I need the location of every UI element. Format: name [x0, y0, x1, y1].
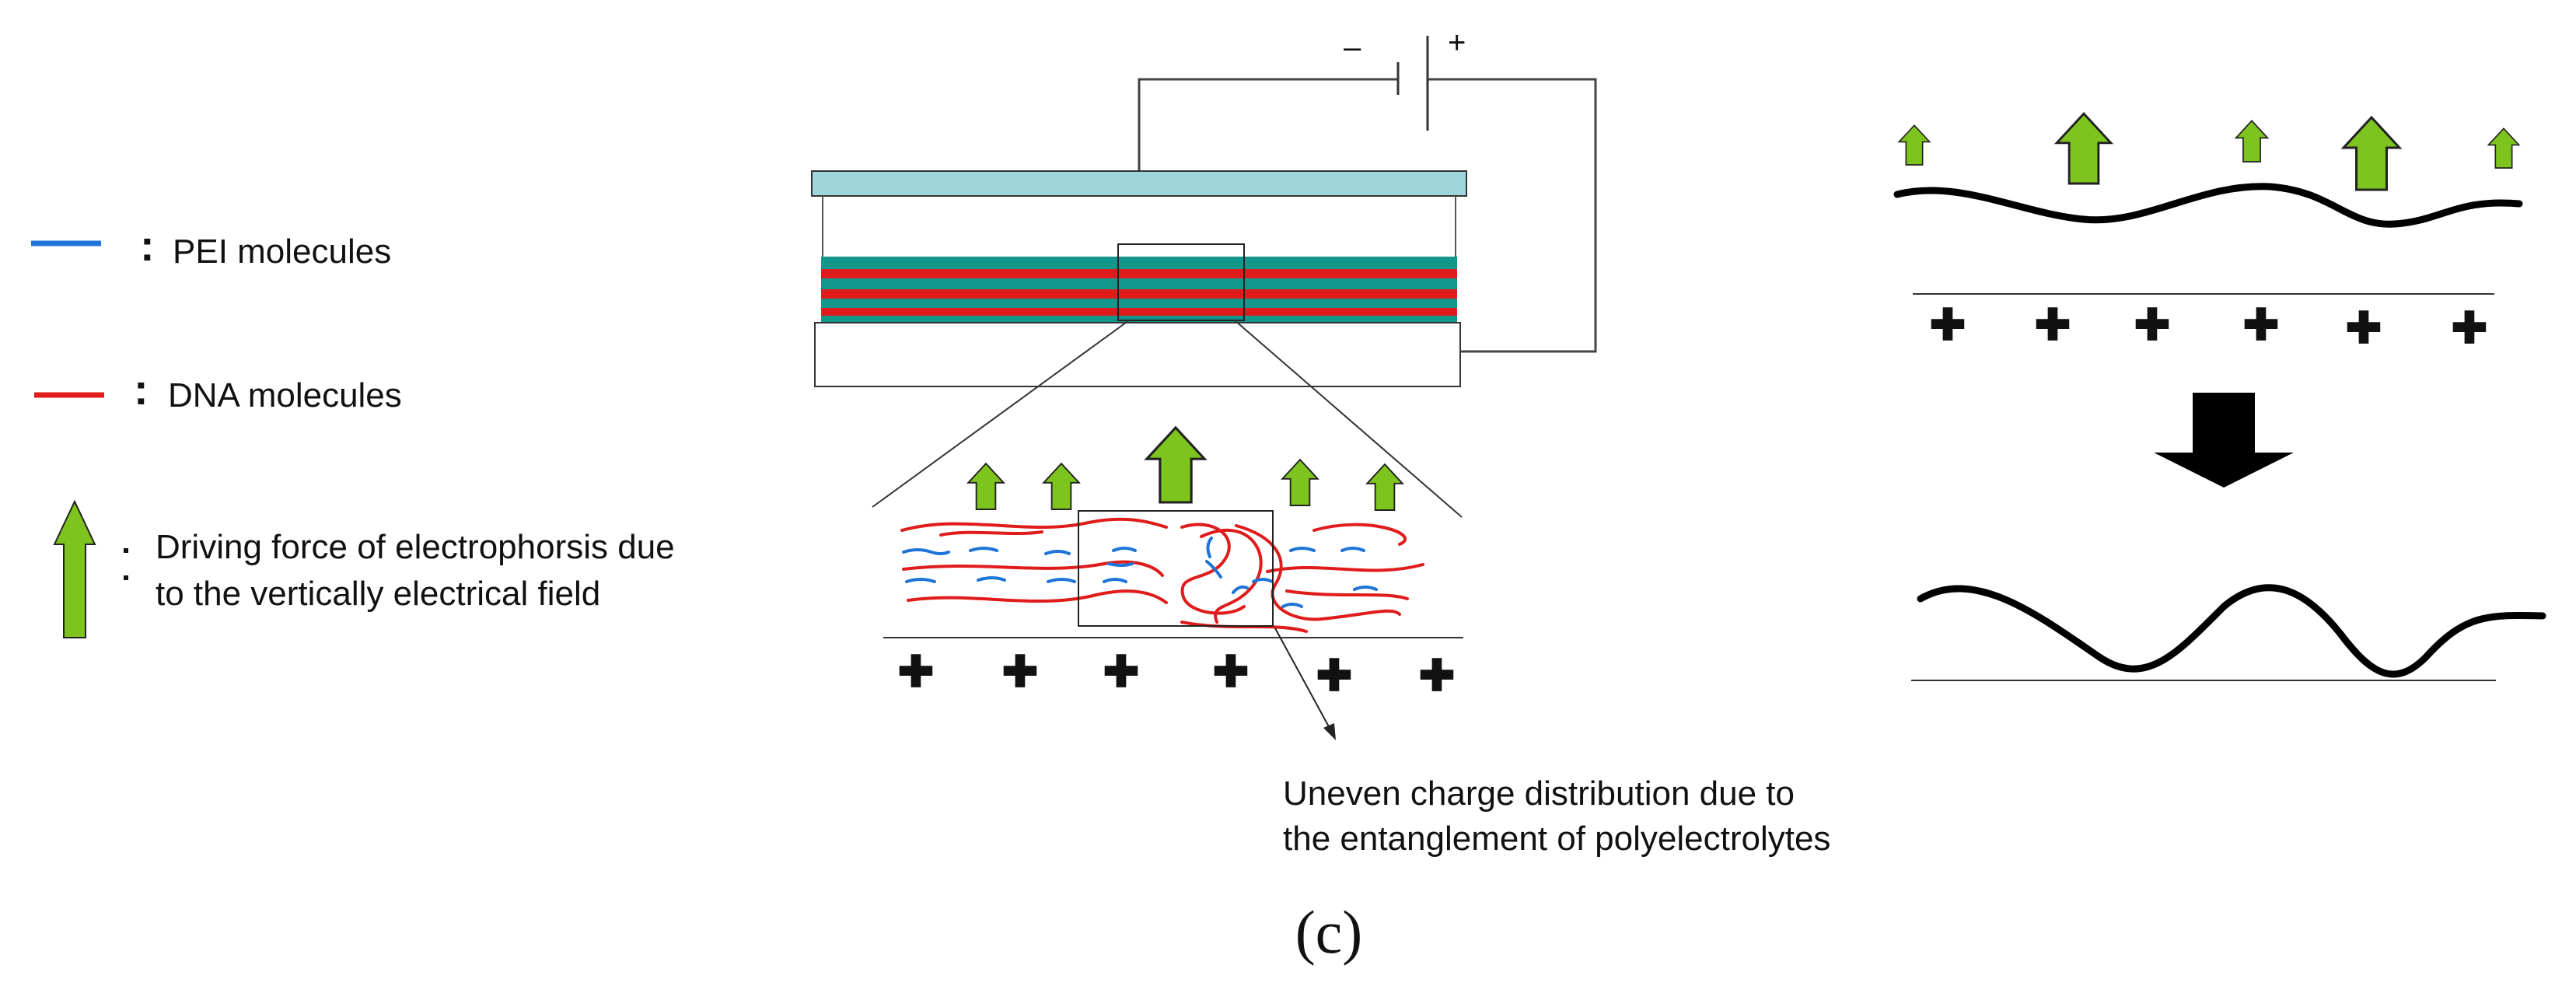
- zoom-line-left: [872, 320, 1130, 508]
- figure-caption: (c): [1295, 898, 1363, 966]
- zoomed-polyelectrolyte-view: ✚ ✚ ✚ ✚ ✚ ✚ Uneven charge distribution d…: [883, 426, 1830, 858]
- bottom-electrode: [814, 322, 1461, 387]
- plus-charge-icon: ✚: [1002, 647, 1039, 696]
- plus-charge-icon: ✚: [1103, 647, 1140, 696]
- plus-charge-icon: ✚: [2134, 300, 2171, 349]
- pei-legend-colon: :: [140, 221, 155, 270]
- down-arrow-icon: [2154, 393, 2294, 488]
- arrow-up-icon: [967, 463, 1005, 510]
- arrow-up-icon: [2342, 116, 2401, 191]
- legend-colon-dot-1: [124, 548, 128, 553]
- arrow-up-icon: [2235, 120, 2269, 163]
- film-surface-wrinkled: [1917, 584, 2546, 678]
- annotation-line2: the entanglement of polyelectrolytes: [1283, 820, 1830, 858]
- plus-charge-icon: ✚: [1316, 651, 1353, 700]
- dna-legend-colon: :: [134, 365, 149, 414]
- arrow-up-icon: [1366, 463, 1403, 511]
- zoom-line-right: [1234, 320, 1463, 518]
- force-arrows-right: [1898, 112, 2520, 191]
- top-electrode: [811, 170, 1467, 197]
- entanglement-box: [1078, 510, 1274, 627]
- legend-colon-dot-2: [124, 575, 128, 580]
- arrow-up-icon: [1145, 426, 1206, 504]
- arrow-up-icon: [1043, 463, 1080, 510]
- arrow-up-icon: [2055, 112, 2113, 185]
- battery-plus-sign: +: [1448, 26, 1466, 60]
- annotation-line1: Uneven charge distribution due to: [1283, 774, 1795, 813]
- annotation-pointer-line: [1274, 628, 1332, 732]
- positive-charges-right: ✚ ✚ ✚ ✚ ✚ ✚: [1930, 300, 2488, 352]
- plus-charge-icon: ✚: [1930, 300, 1966, 349]
- force-arrows-zoom: [967, 426, 1403, 511]
- film-surface-flat: [1893, 183, 2523, 228]
- plus-charge-icon: ✚: [2243, 300, 2280, 349]
- pei-legend-label: PEI molecules: [173, 233, 391, 271]
- plus-charge-icon: ✚: [2452, 303, 2488, 352]
- zoom-region-box: [1117, 243, 1245, 321]
- dna-chains: [900, 517, 1424, 633]
- plus-charge-icon: ✚: [898, 647, 935, 696]
- plus-charge-icon: ✚: [2346, 303, 2382, 352]
- arrow-up-legend-icon: [53, 499, 96, 638]
- annotation-pointer-head: [1323, 723, 1336, 740]
- plus-charge-icon: ✚: [1419, 651, 1456, 700]
- arrow-up-icon: [2487, 128, 2520, 169]
- driving-force-label-line1: Driving force of electrophorsis due: [156, 528, 675, 566]
- electrophoresis-cell: – +: [811, 26, 1597, 518]
- legend: : PEI molecules : DNA molecules Driving …: [31, 221, 675, 638]
- battery-minus-sign: –: [1344, 30, 1361, 65]
- driving-force-label-line2: to the vertically electrical field: [156, 575, 600, 613]
- positive-charges-zoom: ✚ ✚ ✚ ✚ ✚ ✚: [898, 647, 1456, 700]
- surface-deformation-panel: ✚ ✚ ✚ ✚ ✚ ✚: [1893, 112, 2546, 681]
- multilayer-film: [821, 257, 1457, 325]
- arrow-up-icon: [1281, 459, 1319, 506]
- plus-charge-icon: ✚: [1213, 647, 1250, 696]
- dna-legend-label: DNA molecules: [168, 376, 402, 414]
- pei-chains: [902, 537, 1378, 608]
- circuit-wire-right: [1428, 78, 1597, 353]
- circuit-wire-left: [1138, 78, 1398, 171]
- plus-charge-icon: ✚: [2035, 300, 2071, 349]
- arrow-up-icon: [1898, 124, 1931, 166]
